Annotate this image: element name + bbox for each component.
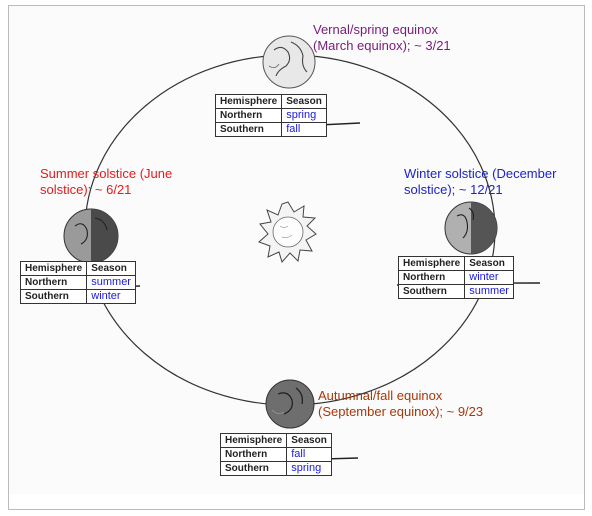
northern-season: spring <box>281 108 327 123</box>
table-row: Southern summer <box>397 284 514 299</box>
table-row: Northern fall <box>219 447 332 462</box>
northern-season: winter <box>464 270 514 285</box>
table-row: Southern winter <box>19 289 136 304</box>
southern-cell: Southern <box>214 122 283 137</box>
northern-cell: Northern <box>219 447 288 462</box>
vernal-label-line1: Vernal/spring equinox <box>313 22 439 37</box>
northern-cell: Northern <box>214 108 283 123</box>
winter-solstice-label: Winter solstice (December solstice); ~ 1… <box>404 166 556 198</box>
autumnal-label-line1: Autumnal/fall equinox <box>318 388 443 403</box>
autumnal-season-table: Hemisphere Season Northern fall Southern… <box>219 433 332 476</box>
autumnal-equinox-label: Autumnal/fall equinox (September equinox… <box>318 388 483 420</box>
winter-season-table: Hemisphere Season Northern winter Southe… <box>397 256 514 299</box>
table-row: Hemisphere Season <box>219 433 332 448</box>
northern-season: summer <box>86 275 136 290</box>
table-row: Southern spring <box>219 461 332 476</box>
summer-solstice-label: Summer solstice (June solstice); ~ 6/21 <box>40 166 172 198</box>
summer-label-line2: solstice); ~ 6/21 <box>40 182 132 197</box>
hemisphere-header: Hemisphere <box>219 433 288 448</box>
table-row: Southern fall <box>214 122 327 137</box>
earth-icon <box>444 201 498 255</box>
southern-season: spring <box>286 461 332 476</box>
earth-icon <box>262 35 316 89</box>
northern-season: fall <box>286 447 332 462</box>
table-row: Hemisphere Season <box>214 94 327 109</box>
winter-label-line2: solstice); ~ 12/21 <box>404 182 503 197</box>
vernal-equinox-label: Vernal/spring equinox (March equinox); ~… <box>313 22 451 54</box>
table-row: Northern winter <box>397 270 514 285</box>
summer-season-table: Hemisphere Season Northern summer Southe… <box>19 261 136 304</box>
season-header: Season <box>464 256 514 271</box>
table-row: Northern spring <box>214 108 327 123</box>
table-row: Northern summer <box>19 275 136 290</box>
southern-season: winter <box>86 289 136 304</box>
season-header: Season <box>286 433 332 448</box>
hemisphere-header: Hemisphere <box>214 94 283 109</box>
vernal-season-table: Hemisphere Season Northern spring Southe… <box>214 94 327 137</box>
figure-frame <box>8 5 585 510</box>
season-header: Season <box>86 261 136 276</box>
sun-icon <box>258 201 317 264</box>
table-row: Hemisphere Season <box>19 261 136 276</box>
season-header: Season <box>281 94 327 109</box>
earth-icon <box>265 379 315 429</box>
hemisphere-header: Hemisphere <box>19 261 88 276</box>
earth-icon <box>63 208 119 264</box>
southern-cell: Southern <box>19 289 88 304</box>
southern-season: summer <box>464 284 514 299</box>
hemisphere-header: Hemisphere <box>397 256 466 271</box>
autumnal-label-line2: (September equinox); ~ 9/23 <box>318 404 484 419</box>
northern-cell: Northern <box>19 275 88 290</box>
southern-season: fall <box>281 122 327 137</box>
southern-cell: Southern <box>219 461 288 476</box>
vernal-label-line2: (March equinox); ~ 3/21 <box>313 38 451 53</box>
table-row: Hemisphere Season <box>397 256 514 271</box>
winter-label-line1: Winter solstice (December <box>404 166 557 181</box>
southern-cell: Southern <box>397 284 466 299</box>
summer-label-line1: Summer solstice (June <box>40 166 173 181</box>
northern-cell: Northern <box>397 270 466 285</box>
